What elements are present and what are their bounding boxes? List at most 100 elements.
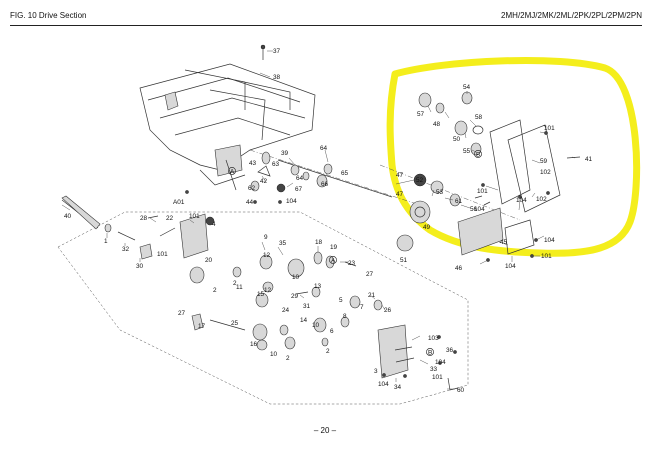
label-62: 62 xyxy=(248,185,256,192)
label-18: 18 xyxy=(315,239,323,246)
label-2a: 2 xyxy=(233,280,237,287)
left-assembly-parts xyxy=(61,195,459,391)
assembly-outline-a01 xyxy=(57,211,469,405)
label-58: 58 xyxy=(475,114,483,121)
label-57: 57 xyxy=(417,111,425,118)
label-60: 60 xyxy=(457,387,465,394)
label-49: 49 xyxy=(423,224,431,231)
label-16: 16 xyxy=(250,341,258,348)
label-35: 35 xyxy=(279,240,287,247)
label-59: 59 xyxy=(540,158,548,165)
label-7: 7 xyxy=(360,304,364,311)
figure-title: FIG. 10 Drive Section xyxy=(10,11,87,20)
label-37: 37 xyxy=(273,48,281,55)
label-23: 23 xyxy=(348,260,356,267)
header-rule xyxy=(10,25,642,26)
ref-b: B xyxy=(476,152,480,159)
label-50: 50 xyxy=(453,136,461,143)
label-2c: 2 xyxy=(286,355,290,362)
label-11: 11 xyxy=(236,284,243,291)
gear-cluster xyxy=(396,91,581,256)
label-13: 13 xyxy=(314,283,322,290)
label-4: 4 xyxy=(212,221,216,228)
ref-a: A xyxy=(230,169,235,176)
label-28: 28 xyxy=(140,215,148,222)
label-47b: 47 xyxy=(396,191,404,198)
label-56: 56 xyxy=(470,206,478,213)
label-10b: 10 xyxy=(312,322,320,329)
label-25: 25 xyxy=(231,320,239,327)
label-2d: 2 xyxy=(326,348,330,355)
label-32: 32 xyxy=(122,246,130,253)
label-101f: 101 xyxy=(541,253,552,260)
label-31: 31 xyxy=(303,303,311,310)
label-101c: 101 xyxy=(432,374,443,381)
label-19: 19 xyxy=(330,244,338,251)
label-8: 8 xyxy=(343,313,347,320)
label-42: 42 xyxy=(260,178,268,185)
label-14: 14 xyxy=(300,317,308,324)
label-17: 17 xyxy=(198,323,206,330)
label-101e: 101 xyxy=(477,188,488,195)
label-67: 67 xyxy=(295,186,303,193)
label-34: 34 xyxy=(394,384,402,391)
label-104g: 104 xyxy=(505,263,516,270)
label-102a: 102 xyxy=(540,169,551,176)
label-20: 20 xyxy=(205,257,213,264)
label-102b: 102 xyxy=(536,196,547,203)
label-3: 3 xyxy=(374,368,378,375)
label-51: 51 xyxy=(400,257,408,264)
part-labels: 37 38 40 1 32 30 28 22 101 4 A01 101 9 3… xyxy=(64,48,593,394)
label-9: 9 xyxy=(264,234,268,241)
label-10c: 10 xyxy=(270,351,278,358)
drive-frame xyxy=(139,63,316,191)
label-21: 21 xyxy=(368,292,376,299)
label-44: 44 xyxy=(246,199,254,206)
label-64a: 64 xyxy=(320,145,328,152)
label-40: 40 xyxy=(64,213,72,220)
model-codes: 2MH/2MJ/2MK/2ML/2PK/2PL/2PM/2PN xyxy=(501,11,642,20)
label-104d: 104 xyxy=(516,197,527,204)
shaft-parts xyxy=(250,151,333,193)
label-101b: 101 xyxy=(157,251,168,258)
label-12a: 12 xyxy=(263,252,271,259)
label-15: 15 xyxy=(257,291,265,298)
label-5: 5 xyxy=(339,297,343,304)
label-104b: 104 xyxy=(378,381,389,388)
label-53: 53 xyxy=(436,189,444,196)
label-45: 45 xyxy=(500,239,508,246)
label-43: 43 xyxy=(249,160,257,167)
label-24: 24 xyxy=(282,307,290,314)
label-61: 61 xyxy=(455,198,463,205)
label-6: 6 xyxy=(330,328,334,335)
label-103: 103 xyxy=(428,335,439,342)
reference-circles xyxy=(228,150,482,356)
label-27b: 27 xyxy=(178,310,186,317)
label-36: 36 xyxy=(446,347,454,354)
label-55: 55 xyxy=(463,148,471,155)
label-2b: 2 xyxy=(213,287,217,294)
label-38: 38 xyxy=(273,74,281,81)
label-26: 26 xyxy=(384,307,392,314)
label-39: 39 xyxy=(281,150,289,157)
leader-lines xyxy=(61,50,576,390)
label-64b: 64 xyxy=(296,175,304,182)
highlight-marker xyxy=(386,56,641,257)
page-number: – 20 – xyxy=(313,426,337,435)
label-104e: 104 xyxy=(474,206,485,213)
label-29: 29 xyxy=(291,293,299,300)
label-104f: 104 xyxy=(544,237,555,244)
ref-a-2: A xyxy=(331,258,336,265)
label-104a: 104 xyxy=(435,359,446,366)
label-101a: 101 xyxy=(189,213,200,220)
label-104c: 104 xyxy=(286,198,297,205)
label-66: 66 xyxy=(321,181,329,188)
label-12b: 12 xyxy=(264,287,272,294)
label-63: 63 xyxy=(272,161,280,168)
label-101d: 101 xyxy=(544,125,555,132)
label-41: 41 xyxy=(585,156,593,163)
label-27a: 27 xyxy=(366,271,374,278)
label-47a: 47 xyxy=(396,172,404,179)
label-1: 1 xyxy=(104,238,108,245)
